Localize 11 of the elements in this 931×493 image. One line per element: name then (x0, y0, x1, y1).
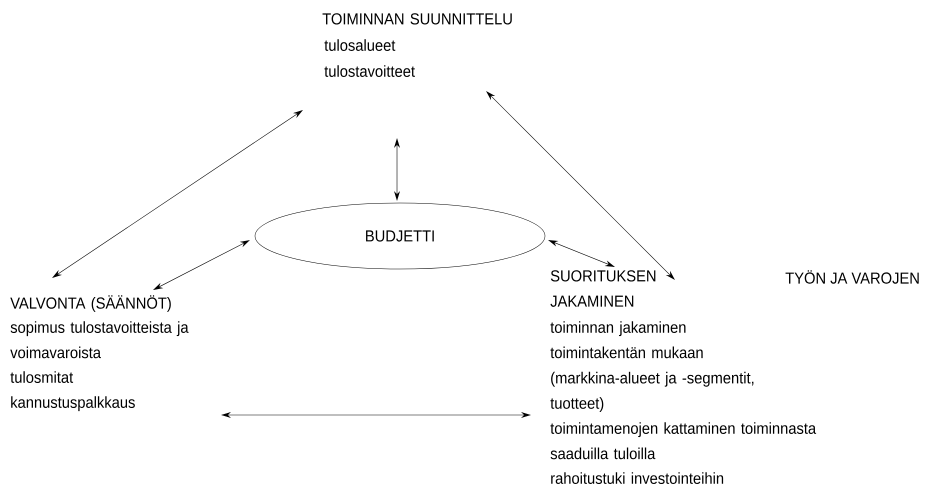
list-item: rahoitustuki investointeihin (551, 472, 724, 484)
label: TYÖN JA VAROJEN (786, 270, 919, 284)
heading: TOIMINNAN SUUNNITTELU (322, 13, 512, 25)
ellipse-node: BUDJETTI (254, 202, 546, 270)
heading: VALVONTA (SÄÄNNÖT) (10, 295, 171, 312)
list-item: kannustuspalkkaus (11, 396, 135, 412)
list-item: tulosalueet (324, 39, 396, 51)
arrow (486, 91, 675, 280)
list-item: tulosmitat (10, 371, 74, 383)
list-item: toiminnan jakaminen toimintakentän mukaan (markkina-alueet ja -segmentit, tuotteet) (550, 321, 754, 412)
list-item: tulostavoitteet (324, 65, 415, 77)
